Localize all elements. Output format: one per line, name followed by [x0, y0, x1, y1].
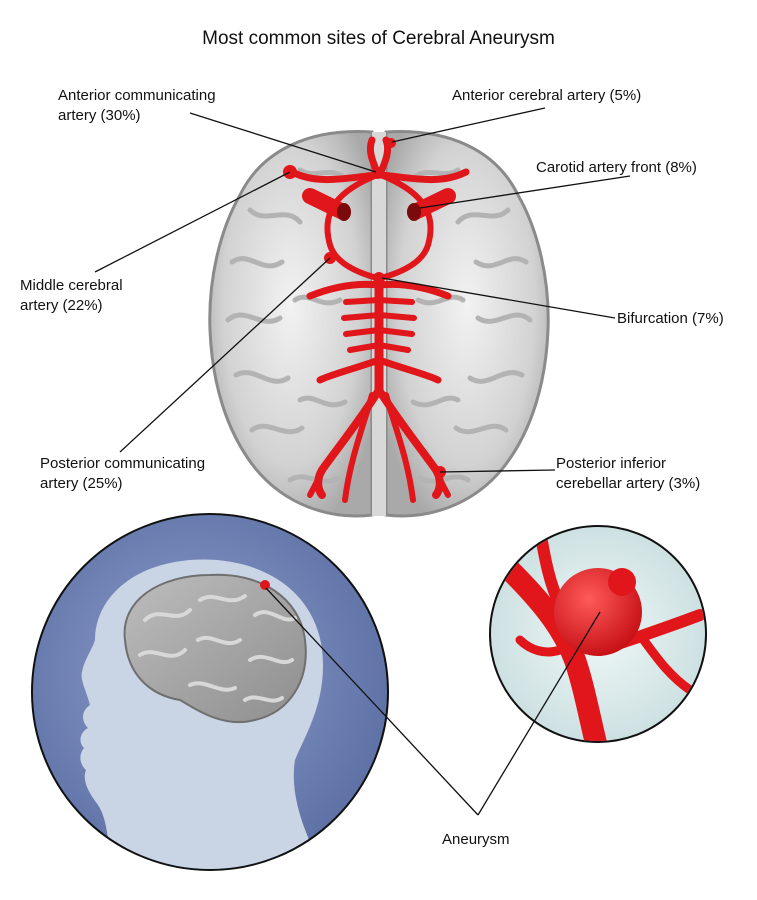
small-brain-gyri: [138, 594, 297, 703]
head-aneurysm-dot: [260, 580, 270, 590]
label-line: Aneurysm: [442, 831, 510, 848]
left-carotid-opening: [337, 203, 351, 221]
label-line: Anterior communicating: [58, 87, 216, 104]
label-line: Posterior inferior: [556, 455, 667, 472]
circle-of-willis: [288, 136, 470, 503]
label-anterior-communicating-artery: Anterior communicating artery (30%): [58, 86, 216, 126]
aneurysm-closeup: [489, 525, 707, 743]
label-line: artery (25%): [40, 475, 123, 492]
right-carotid-opening: [407, 203, 421, 221]
aneurysm-bleb: [608, 568, 636, 596]
leader-posterior-inferior-cerebellar: [439, 469, 556, 473]
leader-bifurcation: [381, 277, 616, 319]
leader-anterior-cerebral: [391, 107, 546, 143]
leader-aneurysm-closeup: [477, 611, 601, 816]
site-bifurcation: [373, 272, 385, 284]
leader-lines: [94, 107, 631, 816]
diagram-title: Most common sites of Cerebral Aneurysm: [202, 28, 555, 49]
site-anterior-cerebral: [386, 138, 396, 148]
right-hemisphere: [384, 130, 550, 518]
leader-carotid-front: [419, 175, 631, 209]
label-middle-cerebral-artery: Middle cerebral artery (22%): [20, 276, 123, 316]
label-bifurcation: Bifurcation (7%): [617, 309, 724, 329]
label-posterior-inferior-cerebellar-artery: Posterior inferior cerebellar artery (3%…: [556, 454, 700, 494]
leader-anterior-communicating: [189, 112, 377, 173]
label-line: Bifurcation (7%): [617, 310, 724, 327]
label-line: artery (30%): [58, 107, 141, 124]
label-line: Carotid artery front (8%): [536, 159, 697, 176]
label-aneurysm: Aneurysm: [442, 830, 510, 850]
label-anterior-cerebral-artery: Anterior cerebral artery (5%): [452, 86, 641, 106]
label-carotid-artery-front: Carotid artery front (8%): [536, 158, 697, 178]
label-line: Anterior cerebral artery (5%): [452, 87, 642, 104]
label-posterior-communicating-artery: Posterior communicating artery (25%): [40, 454, 205, 494]
head-inset: [31, 513, 389, 871]
leader-posterior-communicating: [119, 257, 331, 453]
leader-aneurysm-head: [265, 587, 479, 816]
label-line: Middle cerebral: [20, 277, 123, 294]
label-line: Posterior communicating: [40, 455, 206, 472]
label-line: artery (22%): [20, 297, 103, 314]
leader-middle-cerebral: [94, 171, 291, 273]
label-line: cerebellar artery (3%): [556, 475, 701, 492]
left-hemisphere: [208, 130, 374, 518]
site-anterior-communicating: [372, 167, 384, 179]
